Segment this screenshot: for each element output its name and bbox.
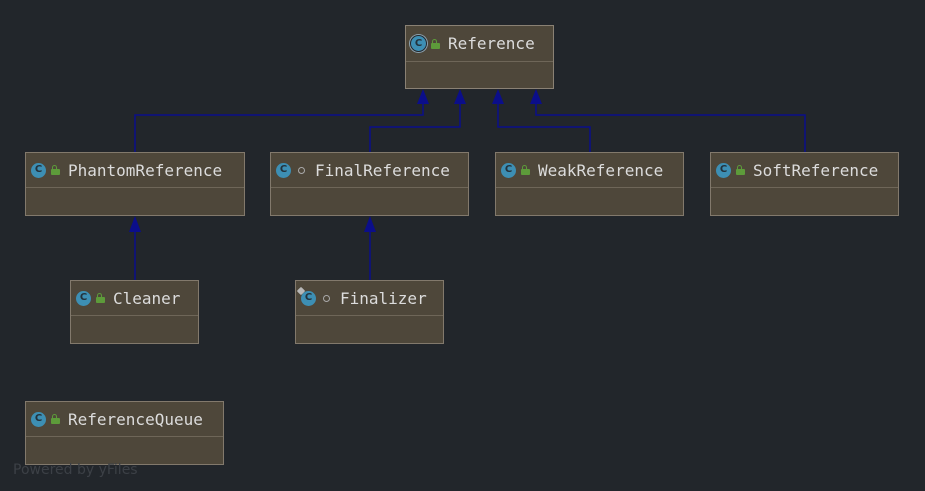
class-name: ReferenceQueue bbox=[68, 409, 203, 429]
pinned-class-icon: C bbox=[296, 286, 316, 306]
edge-phantom-to-reference bbox=[134, 101, 424, 152]
class-node-phantom-reference[interactable]: C PhantomReference bbox=[25, 152, 245, 216]
arrowhead bbox=[129, 216, 141, 232]
class-name: FinalReference bbox=[315, 160, 450, 180]
class-node-reference-queue[interactable]: C ReferenceQueue bbox=[25, 401, 224, 465]
class-name: Cleaner bbox=[113, 288, 181, 308]
arrowhead bbox=[417, 89, 429, 104]
class-node-finalizer[interactable]: C Finalizer bbox=[295, 280, 444, 344]
arrowhead bbox=[364, 216, 376, 232]
public-lock-icon bbox=[96, 293, 105, 303]
class-icon: C bbox=[276, 162, 291, 178]
edge-soft-to-reference bbox=[535, 101, 806, 152]
public-lock-icon bbox=[521, 165, 530, 175]
class-node-cleaner[interactable]: C Cleaner bbox=[70, 280, 199, 344]
public-lock-icon bbox=[736, 165, 745, 175]
class-icon: C bbox=[31, 162, 46, 178]
class-icon: C bbox=[411, 36, 426, 51]
class-name: Finalizer bbox=[340, 288, 427, 308]
class-icon: C bbox=[501, 162, 516, 178]
package-private-icon bbox=[323, 294, 330, 302]
arrowhead bbox=[492, 89, 504, 104]
edge-final-to-reference bbox=[369, 101, 461, 152]
class-name: PhantomReference bbox=[68, 160, 223, 180]
public-lock-icon bbox=[51, 414, 60, 424]
package-private-icon bbox=[298, 166, 305, 174]
class-icon: C bbox=[31, 411, 46, 427]
watermark-text: Powered by yFiles bbox=[13, 462, 138, 478]
class-node-final-reference[interactable]: C FinalReference bbox=[270, 152, 469, 216]
edge-weak-to-reference bbox=[497, 101, 591, 152]
class-node-soft-reference[interactable]: C SoftReference bbox=[710, 152, 899, 216]
class-node-reference[interactable]: C Reference bbox=[405, 25, 554, 89]
class-icon: C bbox=[76, 290, 91, 306]
class-name: WeakReference bbox=[538, 160, 664, 180]
public-lock-icon bbox=[431, 38, 440, 49]
class-icon: C bbox=[716, 162, 731, 178]
class-node-weak-reference[interactable]: C WeakReference bbox=[495, 152, 684, 216]
arrowhead bbox=[530, 89, 542, 104]
class-name: Reference bbox=[448, 34, 535, 53]
public-lock-icon bbox=[51, 165, 60, 175]
arrowhead bbox=[454, 89, 466, 104]
class-name: SoftReference bbox=[753, 160, 879, 180]
